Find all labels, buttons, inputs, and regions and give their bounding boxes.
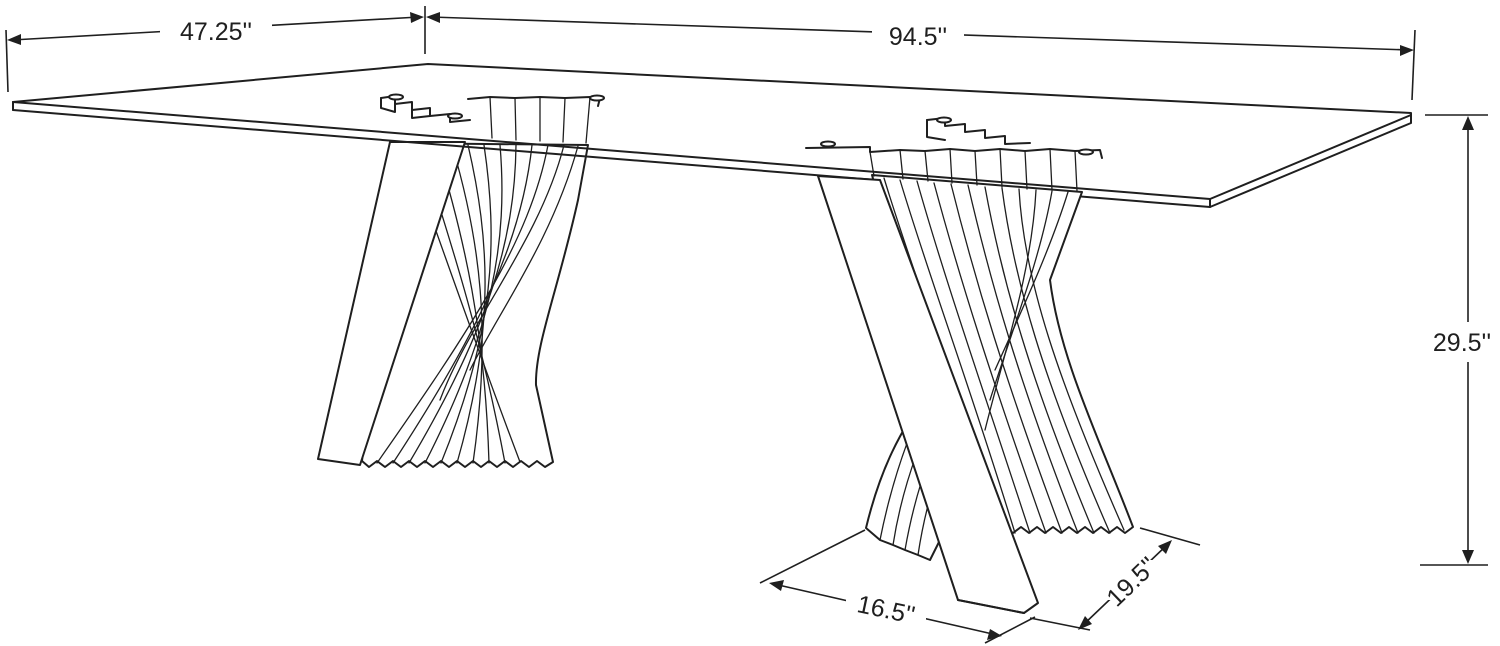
glass-table-top bbox=[12, 63, 1412, 208]
width-label: 47.25'' bbox=[180, 18, 252, 46]
right-pedestal-main-plank bbox=[817, 175, 1039, 614]
height-dimension: 29.5'' bbox=[1420, 114, 1500, 566]
length-label: 94.5'' bbox=[889, 23, 947, 51]
width-dimension: 47.25'' bbox=[5, 6, 426, 93]
length-dimension: 94.5'' bbox=[426, 12, 1416, 101]
base-width-dimension: 16.5'' bbox=[759, 529, 1036, 644]
base-depth-dimension: 19.5'' bbox=[1029, 527, 1201, 631]
left-pedestal-main-plank bbox=[317, 141, 466, 466]
height-label: 29.5'' bbox=[1433, 329, 1491, 357]
